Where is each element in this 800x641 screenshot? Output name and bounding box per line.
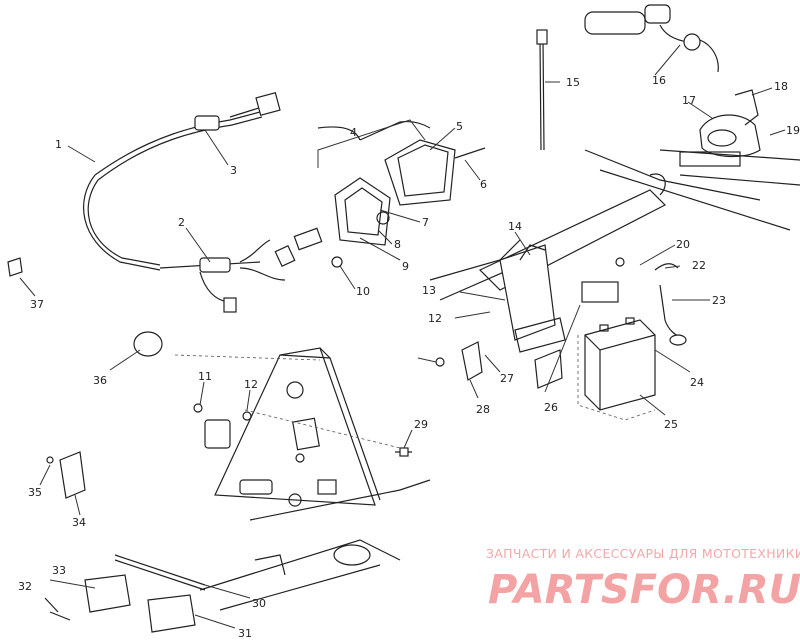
callout-labels: 1 3 2 4 5 6 7 8 9 10 11 12 12 13 14 15 1…: [18, 74, 800, 640]
watermark-tagline: ЗАПЧАСТИ И АКСЕССУАРЫ ДЛЯ МОТОТЕХНИКИ: [486, 546, 800, 561]
callout-5: 5: [456, 120, 463, 133]
callout-26: 26: [544, 401, 558, 414]
callout-12-left: 12: [244, 378, 258, 391]
watermark: ЗАПЧАСТИ И АКСЕССУАРЫ ДЛЯ МОТОТЕХНИКИ PA…: [486, 546, 800, 613]
callout-6: 6: [480, 178, 487, 191]
callout-34: 34: [72, 516, 86, 529]
callout-25: 25: [664, 418, 678, 431]
callout-31: 31: [238, 627, 252, 640]
callout-35: 35: [28, 486, 42, 499]
callout-27: 27: [500, 372, 514, 385]
callout-22: 22: [692, 259, 706, 272]
callout-4: 4: [350, 126, 357, 139]
tail-light-assembly: [293, 120, 486, 268]
callout-18: 18: [774, 80, 788, 93]
battery-cables: [615, 257, 687, 346]
handlebar-switch: [584, 4, 719, 73]
callout-8: 8: [394, 238, 401, 251]
front-panel: [174, 347, 401, 507]
battery: [577, 317, 656, 421]
bracket-28: [435, 341, 483, 381]
horn-assembly: [699, 89, 761, 158]
callout-16: 16: [652, 74, 666, 87]
callout-2: 2: [178, 216, 185, 229]
callout-36: 36: [93, 374, 107, 387]
callout-3: 3: [230, 164, 237, 177]
callout-14: 14: [508, 220, 522, 233]
callout-33: 33: [52, 564, 66, 577]
callout-17: 17: [682, 94, 696, 107]
callout-10: 10: [356, 285, 370, 298]
callout-28: 28: [476, 403, 490, 416]
callout-19: 19: [786, 124, 800, 137]
callout-9: 9: [402, 260, 409, 273]
callout-13: 13: [422, 284, 436, 297]
callout-7: 7: [422, 216, 429, 229]
callout-15: 15: [566, 76, 580, 89]
callout-12-right: 12: [428, 312, 442, 325]
callout-11: 11: [198, 370, 212, 383]
callout-20: 20: [676, 238, 690, 251]
watermark-logo: PARTSFOR.RU: [488, 567, 800, 613]
callout-23: 23: [712, 294, 726, 307]
callout-24: 24: [690, 376, 704, 389]
callout-30: 30: [252, 597, 266, 610]
small-parts: [7, 257, 412, 633]
callout-1: 1: [55, 138, 62, 151]
callout-32: 32: [18, 580, 32, 593]
battery-bracket: [499, 244, 619, 389]
callout-37: 37: [30, 298, 44, 311]
frame: [429, 149, 800, 301]
throttle-cable: [536, 29, 548, 151]
callout-29: 29: [414, 418, 428, 431]
leader-lines: [19, 44, 786, 629]
chassis: [114, 479, 431, 611]
wiring-harness: [82, 91, 296, 313]
